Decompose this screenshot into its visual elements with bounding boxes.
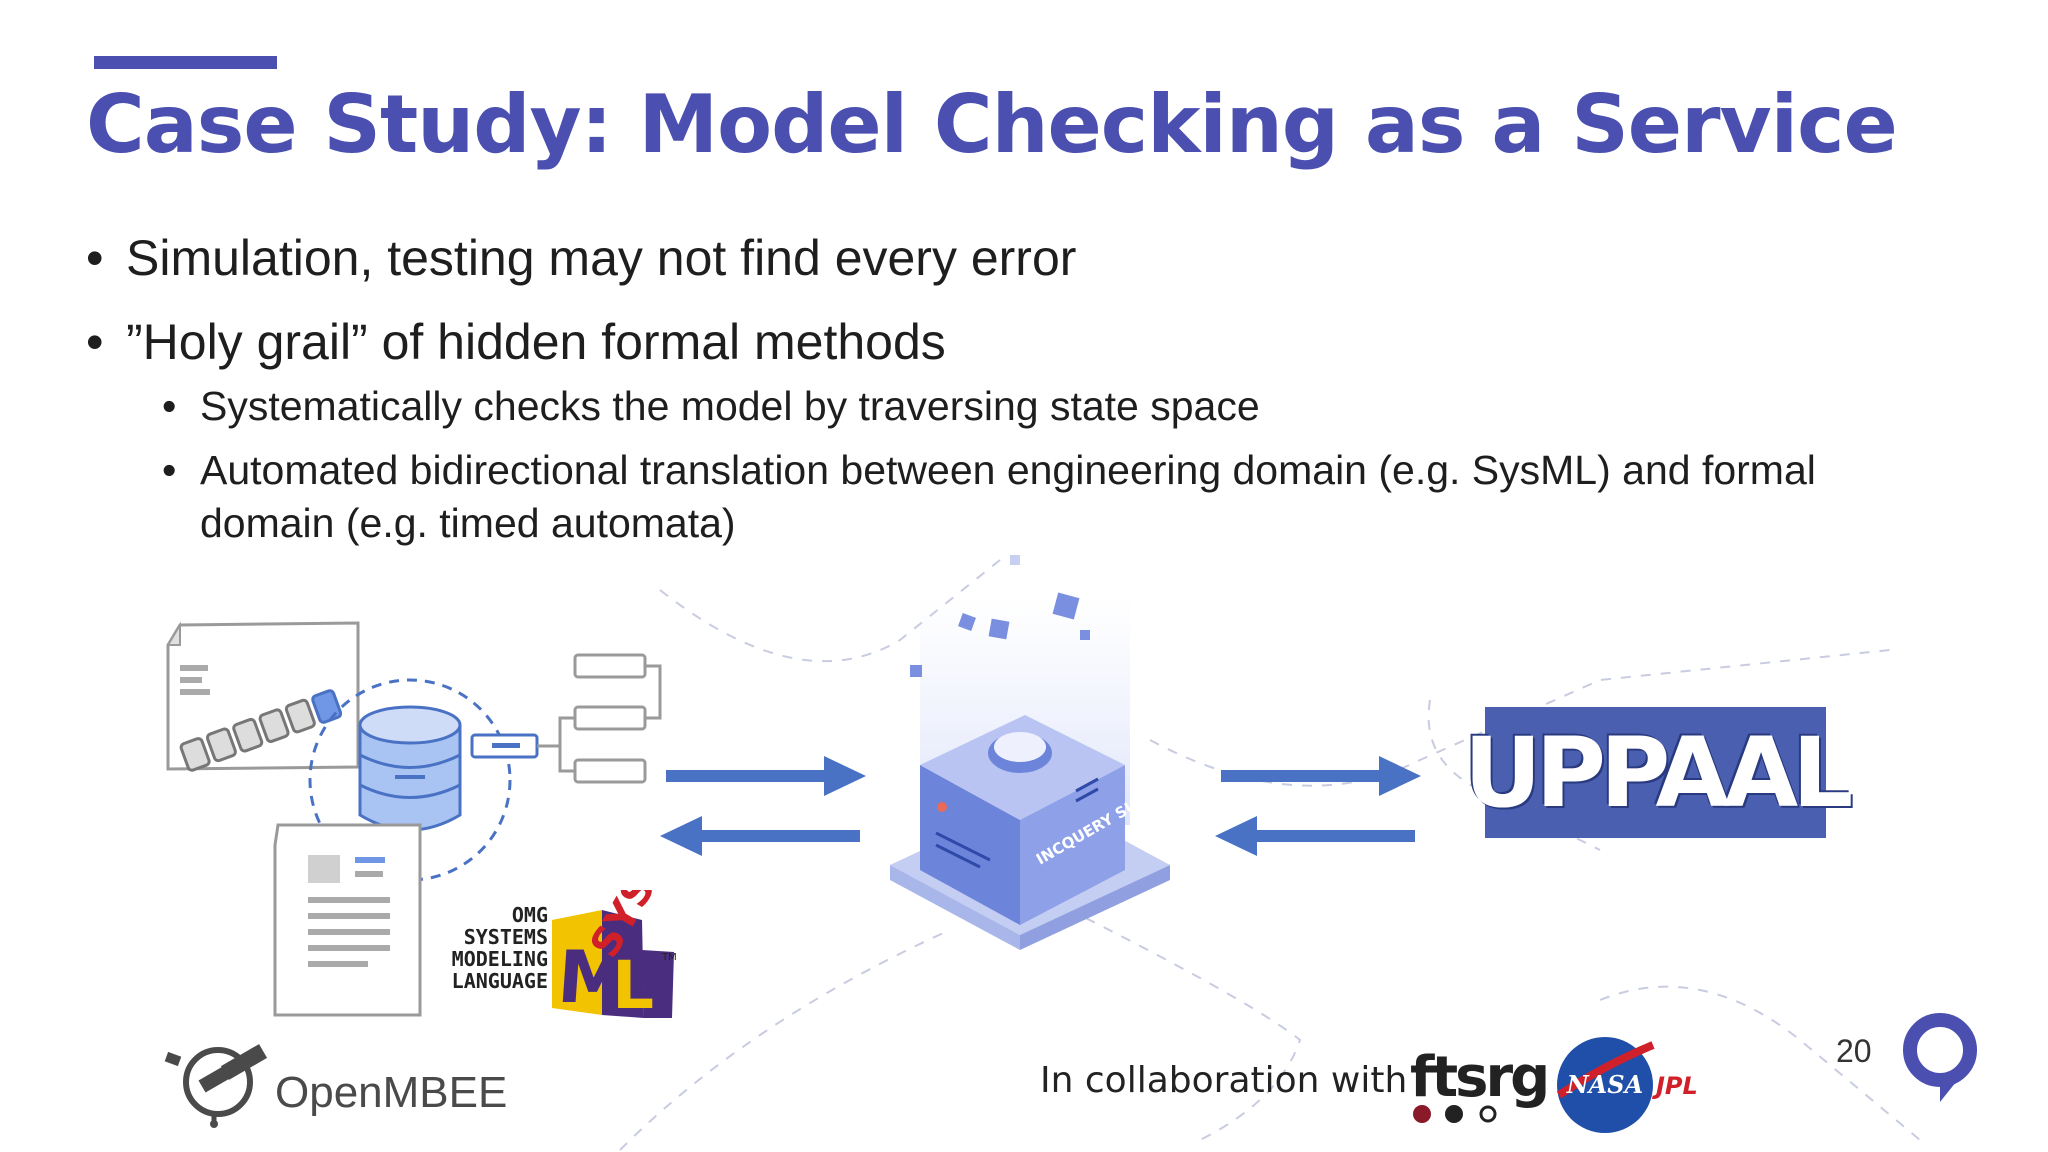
satellite-icon [164,1044,268,1128]
sysml-caption: OMG SYSTEMS MODELING LANGUAGE [451,903,548,993]
uppaal-logo: UPPAAL [1464,707,1853,838]
svg-text:TM: TM [661,952,677,963]
page-number: 20 [1836,1033,1872,1069]
incquery-suite-illustration: INCQUERY SUITE [890,555,1170,950]
svg-text:NASA: NASA [1566,1070,1644,1099]
database-icon [358,705,462,832]
ftsrg-dots [1413,1105,1497,1123]
slide-title: Case Study: Model Checking as a Service [86,78,1898,171]
component-boxes [470,653,662,784]
engineering-model-illustration [166,621,662,1017]
bidirectional-arrows-right [1215,756,1421,856]
sub-bullet-list: Systematically checks the model by trave… [162,380,1986,550]
ftsrg-logo: ftsrg [1410,1050,1550,1126]
openmbee-label: OpenMBEE [275,1068,508,1117]
sub-bullet-item: Automated bidirectional translation betw… [162,444,1920,550]
title-accent-bar [94,56,277,69]
sysml-logo: OMG SYSTEMS MODELING LANGUAGE M L SYS TM [440,890,680,1020]
jpl-logo: JPL [1656,1072,1698,1100]
sub-bullet-item: Systematically checks the model by trave… [162,380,1920,433]
bullet-item: ”Holy grail” of hidden formal methods [86,312,1986,372]
svg-text:M: M [555,935,633,1019]
nasa-logo: NASA [1556,1037,1655,1133]
sysml-emblem: M L SYS TM [552,890,677,1020]
collaboration-text: In collaboration with [1040,1060,1408,1101]
uppaal-label: UPPAAL [1463,716,1854,829]
bullet-list: Simulation, testing may not find every e… [86,228,1986,561]
dashed-circle [308,678,512,882]
svg-text:L: L [612,947,654,1020]
brand-logo-icon [1903,1013,1977,1102]
openmbee-logo: OpenMBEE [160,1040,540,1130]
text-document-icon [273,823,422,1017]
bullet-item: Simulation, testing may not find every e… [86,228,1986,288]
diagram-document-icon [166,621,360,772]
bidirectional-arrows-left [660,756,866,856]
